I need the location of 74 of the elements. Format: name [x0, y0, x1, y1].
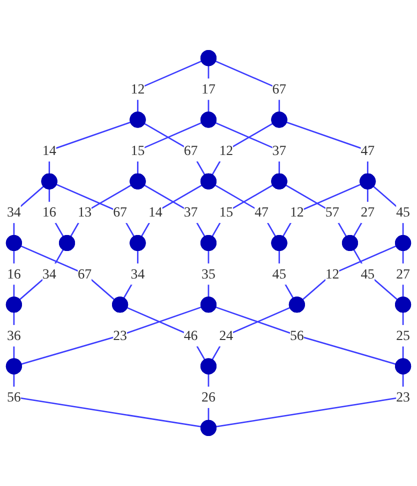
edge-label: 56: [6, 388, 21, 405]
edge-label: 12: [325, 266, 340, 282]
edge-label: 45: [360, 266, 375, 282]
edge-label: 24: [219, 327, 234, 344]
connector: [137, 60, 202, 112]
connector: [48, 188, 64, 237]
connector: [402, 312, 404, 359]
edge-label: 15: [219, 204, 234, 220]
edge-label: 12: [130, 80, 145, 97]
connector: [19, 249, 64, 300]
edge-label: 67: [113, 204, 128, 220]
edge-label: 37: [184, 204, 198, 220]
edge-label: 27: [360, 204, 375, 220]
connector: [212, 307, 290, 360]
connector: [216, 374, 404, 428]
edge-label: 27: [396, 266, 410, 282]
connector: [282, 184, 362, 237]
edge-label: 45: [272, 266, 286, 282]
connector: [402, 250, 404, 298]
connector: [353, 188, 368, 237]
edge-label: 34: [130, 266, 145, 282]
connector: [13, 312, 15, 359]
connector: [286, 122, 368, 174]
connector: [372, 186, 404, 236]
connector: [353, 249, 398, 300]
edge-label: 26: [202, 388, 216, 405]
connector: [144, 122, 206, 176]
connector: [137, 122, 202, 174]
edge-label: 15: [130, 142, 145, 158]
edge-label: 25: [396, 327, 410, 344]
connector: [48, 122, 131, 174]
edge-label: 14: [148, 204, 162, 220]
connector: [215, 122, 280, 174]
connector: [302, 245, 396, 300]
edge-label: 34: [6, 204, 21, 220]
connector: [70, 184, 132, 237]
connector: [123, 250, 138, 298]
connector: [278, 250, 294, 298]
edge-label: 14: [42, 142, 56, 158]
edge-label: 67: [184, 142, 198, 158]
connector: [13, 186, 44, 236]
connector: [215, 60, 280, 112]
connector: [208, 250, 210, 298]
connector: [13, 250, 15, 298]
connector: [56, 184, 135, 237]
edge-label: 57: [325, 204, 340, 220]
edge-label: 23: [396, 388, 410, 405]
edge-label: 37: [272, 142, 286, 158]
edge-label: 16: [6, 266, 21, 282]
edge-label: 12: [290, 204, 304, 220]
edge-label: 45: [396, 204, 410, 220]
edge-label: 16: [42, 204, 56, 220]
connector: [126, 307, 206, 360]
edge-label: 56: [290, 327, 304, 344]
edge-label: 67: [78, 266, 92, 282]
edge-label: 47: [360, 142, 375, 158]
edge-label: 47: [254, 204, 269, 220]
connector: [212, 122, 274, 176]
edge-label: 23: [113, 327, 128, 344]
connector: [13, 374, 202, 428]
edge-label: 34: [42, 266, 56, 282]
edge-label: 36: [6, 327, 21, 344]
connector: [20, 245, 115, 300]
edge-label: 13: [78, 204, 92, 220]
connector: [20, 306, 202, 365]
connector: [285, 184, 347, 237]
edge-label: 17: [202, 80, 216, 97]
edge-label: 67: [272, 80, 286, 97]
connector: [208, 374, 210, 420]
connector: [208, 66, 210, 112]
connector: [215, 306, 396, 365]
edge-label: 46: [184, 327, 198, 344]
edge-label: 12: [219, 142, 234, 158]
edge-label: 35: [202, 266, 216, 282]
